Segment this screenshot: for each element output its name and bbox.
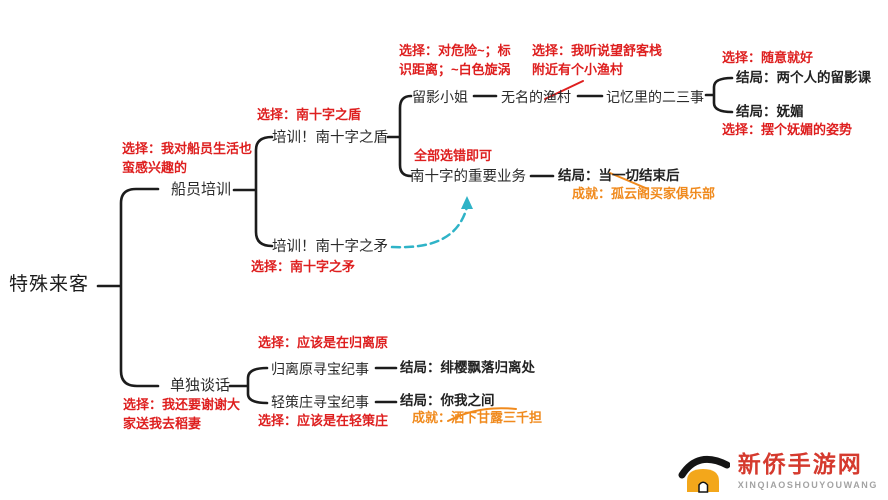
achievement-ganlu: 成就：洒下甘露三千担 <box>412 410 543 425</box>
node-private-talk: 单独谈话 <box>170 377 231 394</box>
treasure-row-lines <box>374 366 398 404</box>
node-qingce-treasure: 轻策庄寻宝纪事 <box>271 394 369 410</box>
ending-after-all: 结局：当一切结束后 <box>558 168 680 183</box>
choice-charming-pose: 选择：摆个妩媚的姿势 <box>722 122 853 137</box>
node-memories: 记忆里的二三事 <box>606 89 704 105</box>
site-watermark: 新侨手游网 XINQIAOSHOUYOUWANG <box>678 448 878 494</box>
site-romanized: XINQIAOSHOUYOUWANG <box>737 479 878 490</box>
node-nameless-village: 无名的渔村 <box>501 89 571 105</box>
choice-qingce-village: 选择：应该是在轻策庄 <box>258 413 389 428</box>
site-name: 新侨手游网 <box>737 451 863 478</box>
node-special-guest: 特殊来客 <box>9 274 90 295</box>
ending-photo-class: 结局：两个人的留影课 <box>736 70 871 85</box>
choice-thanks-inazuma: 选择：我还要谢谢大 家送我去稻妻 <box>123 397 241 431</box>
ending-feiying-guili: 结局：绯樱飘落归离处 <box>400 360 535 375</box>
note-all-wrong: 全部选错即可 <box>414 148 493 163</box>
ending-between-us: 结局：你我之间 <box>400 393 495 408</box>
root-branch-line <box>96 187 160 388</box>
site-watermark-text: 新侨手游网 XINQIAOSHOUYOUWANG <box>737 451 878 490</box>
choice-fishing-village: 选择：我听说望舒客栈 附近有个小渔村 <box>532 43 663 77</box>
choice-southern-cross-spear: 选择：南十字之矛 <box>251 259 356 274</box>
node-training-spear: 培训！南十字之矛 <box>272 239 388 255</box>
choice-southern-cross-shield: 选择：南十字之盾 <box>257 107 362 122</box>
node-crew-training: 船员培训 <box>171 181 232 198</box>
ending-charming: 结局：妩媚 <box>736 104 804 119</box>
node-important-business: 南十字的重要业务 <box>410 169 526 185</box>
node-photo-lady: 留影小姐 <box>412 89 468 105</box>
choice-danger-distance: 选择：对危险~；标 识距离；~白色旋涡 <box>399 43 511 77</box>
node-training-shield: 培训！南十字之盾 <box>272 130 388 146</box>
shield-branch-line <box>386 94 413 178</box>
choice-guili-plains: 选择：应该是在归离原 <box>258 335 389 350</box>
memories-branch-line <box>704 76 734 114</box>
choice-crew-interest: 选择：我对船员生活也 蛮感兴趣的 <box>122 141 253 175</box>
achievement-guyun-club: 成就：孤云阁买家俱乐部 <box>572 186 716 201</box>
spear-merge-arrow <box>390 196 473 249</box>
house-logo-icon <box>678 455 730 493</box>
node-guili-treasure: 归离原寻宝纪事 <box>271 361 369 377</box>
choice-casual: 选择：随意就好 <box>722 50 814 65</box>
